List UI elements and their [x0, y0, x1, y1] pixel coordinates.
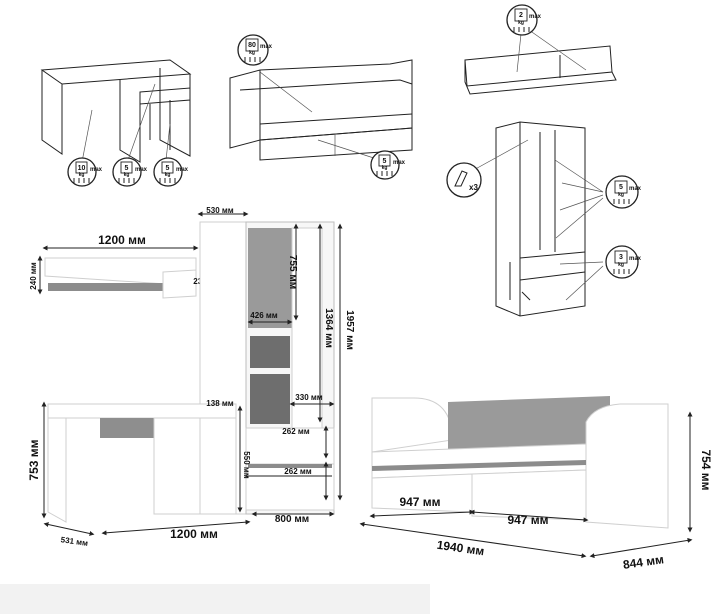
dim-bed-drawer-2: 947 мм	[507, 513, 548, 527]
dim-drawer-height-1: 262 мм	[282, 427, 309, 436]
svg-text:max: max	[90, 167, 103, 173]
dim-inner-width: 426 мм	[250, 311, 277, 320]
dim-door-height: 755 мм	[287, 255, 298, 289]
dim-shelf-width: 1200 мм	[98, 233, 146, 247]
load-badge-desk-top: 10 kg max	[67, 157, 103, 187]
svg-text:3: 3	[619, 254, 623, 261]
dim-desk-height: 753 мм	[27, 439, 41, 480]
dim-cabinet-height: 1364 мм	[323, 308, 334, 348]
dim-bed-drawer-1: 947 мм	[399, 495, 440, 509]
svg-text:kg: kg	[382, 165, 388, 171]
dim-niche-height: 138 мм	[206, 399, 233, 408]
dim-drawer-width: 330 мм	[295, 393, 322, 402]
svg-text:5: 5	[619, 184, 623, 191]
svg-text:kg: kg	[518, 20, 524, 26]
load-badge-bed-top: 80 kg max	[237, 34, 273, 66]
svg-text:5: 5	[166, 165, 170, 172]
wall-shelf-render	[44, 257, 197, 299]
svg-text:x3: x3	[469, 183, 478, 192]
svg-text:kg: kg	[249, 50, 255, 56]
load-badge-desk-drawer: 5 kg max	[112, 157, 148, 187]
svg-text:max: max	[260, 44, 273, 50]
svg-text:10: 10	[78, 165, 86, 172]
dim-total-height: 1957 мм	[344, 310, 355, 350]
load-badge-desk-shelf: 5 kg max	[153, 157, 189, 187]
desk-line-drawing	[40, 59, 192, 163]
svg-text:max: max	[176, 167, 189, 173]
svg-text:max: max	[135, 167, 148, 173]
svg-text:kg: kg	[618, 192, 624, 198]
tip-hazard-badge: x3	[446, 162, 482, 198]
svg-text:kg: kg	[79, 172, 85, 178]
dim-wardrobe-depth: 530 мм	[206, 206, 233, 215]
svg-text:kg: kg	[165, 172, 171, 178]
svg-text:2: 2	[519, 12, 523, 19]
dim-lower-height: 550 мм	[242, 451, 251, 478]
load-badge-wardrobe-shelf: 5 kg max	[605, 175, 642, 209]
load-badge-wall-shelf: 2 kg max	[506, 4, 542, 36]
svg-text:max: max	[529, 14, 542, 20]
svg-text:5: 5	[125, 165, 129, 172]
wardrobe-line-drawing	[469, 121, 604, 317]
svg-text:80: 80	[248, 42, 256, 49]
load-badge-wardrobe-drawer: 3 kg max	[605, 245, 642, 279]
svg-text:5: 5	[383, 158, 387, 165]
desk-render	[47, 403, 237, 523]
bed-render	[371, 396, 669, 529]
svg-text:max: max	[393, 160, 406, 166]
dim-desk-depth: 531 мм	[60, 535, 88, 548]
wall-shelf-line-drawing	[464, 29, 617, 95]
dim-wardrobe-width: 800 мм	[275, 514, 309, 525]
dim-bed-length: 1940 мм	[436, 538, 485, 559]
dim-desk-width: 1200 мм	[170, 527, 218, 541]
svg-text:max: max	[629, 186, 642, 192]
svg-text:kg: kg	[124, 172, 130, 178]
dim-shelf-height: 240 мм	[29, 262, 38, 289]
svg-text:max: max	[629, 256, 642, 262]
dim-drawer-height-2: 262 мм	[284, 467, 311, 476]
floor-shadow	[0, 584, 430, 614]
bed-line-drawing	[229, 59, 413, 161]
svg-text:kg: kg	[618, 262, 624, 268]
dim-bed-height: 754 мм	[699, 449, 713, 490]
load-badge-bed-drawer: 5 kg max	[370, 150, 406, 180]
dim-bed-depth: 844 мм	[622, 552, 665, 572]
